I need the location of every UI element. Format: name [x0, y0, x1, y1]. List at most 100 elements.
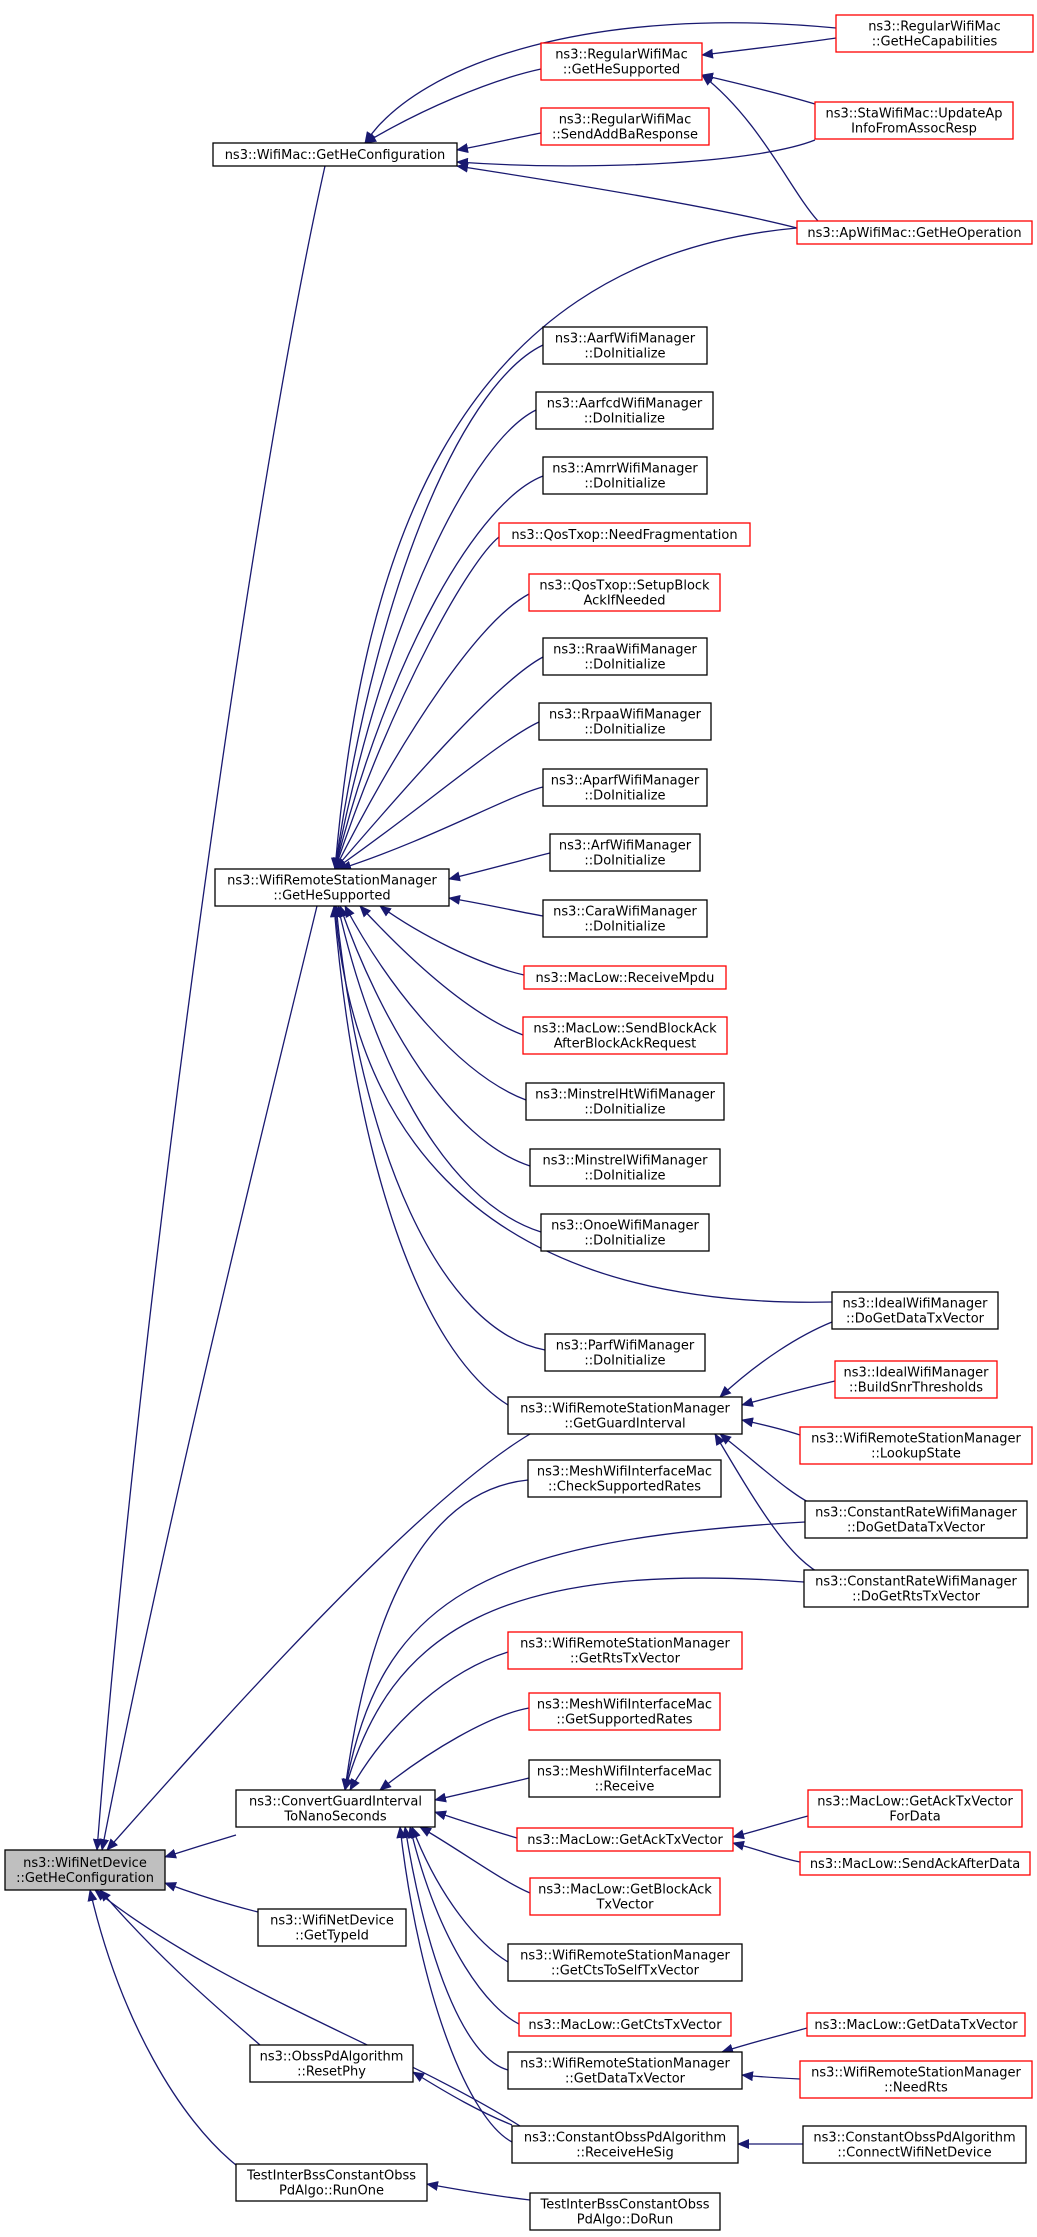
- node-box[interactable]: [528, 1692, 721, 1731]
- node-box[interactable]: [516, 1827, 734, 1852]
- node-meshrecv[interactable]: ns3::MeshWifiInterfaceMac::Receive: [528, 1759, 721, 1798]
- node-staupdate[interactable]: ns3::StaWifiMac::UpdateApInfoFromAssocRe…: [814, 101, 1014, 140]
- node-wrsmgi[interactable]: ns3::WifiRemoteStationManager::GetGuardI…: [507, 1396, 743, 1435]
- node-box[interactable]: [529, 1148, 721, 1187]
- node-box[interactable]: [834, 1360, 998, 1399]
- node-box[interactable]: [803, 1569, 1029, 1608]
- node-box[interactable]: [799, 1426, 1033, 1465]
- node-box[interactable]: [538, 702, 712, 741]
- node-rrpaa[interactable]: ns3::RrpaaWifiManager::DoInitialize: [538, 702, 712, 741]
- node-box[interactable]: [540, 1213, 710, 1252]
- node-onoe[interactable]: ns3::OnoeWifiManager::DoInitialize: [540, 1213, 710, 1252]
- node-minstrel[interactable]: ns3::MinstrelWifiManager::DoInitialize: [529, 1148, 721, 1187]
- node-box[interactable]: [544, 1333, 706, 1372]
- node-box[interactable]: [807, 1789, 1023, 1828]
- node-box[interactable]: [542, 456, 708, 495]
- node-constrts[interactable]: ns3::ConstantRateWifiManager::DoGetRtsTx…: [803, 1569, 1029, 1608]
- node-box[interactable]: [799, 2060, 1033, 2099]
- node-box[interactable]: [523, 965, 727, 990]
- node-box[interactable]: [498, 522, 751, 547]
- node-root[interactable]: ns3::WifiNetDevice::GetHeConfiguration: [4, 1849, 166, 1891]
- node-box[interactable]: [257, 1908, 407, 1947]
- node-wrsmdata[interactable]: ns3::WifiRemoteStationManager::GetDataTx…: [507, 2051, 743, 2090]
- node-mlrecvmpdu[interactable]: ns3::MacLow::ReceiveMpdu: [523, 965, 727, 990]
- node-box[interactable]: [235, 1789, 436, 1828]
- node-box[interactable]: [814, 101, 1014, 140]
- node-box[interactable]: [525, 1082, 725, 1121]
- node-box[interactable]: [4, 1849, 166, 1891]
- node-box[interactable]: [528, 573, 721, 612]
- node-qosfrag[interactable]: ns3::QosTxop::NeedFragmentation: [498, 522, 751, 547]
- node-box[interactable]: [806, 2012, 1026, 2037]
- node-wrsmgethe[interactable]: ns3::WifiRemoteStationManager::GetHeSupp…: [214, 868, 450, 907]
- node-arf[interactable]: ns3::ArfWifiManager::DoInitialize: [549, 833, 701, 872]
- node-constdata[interactable]: ns3::ConstantRateWifiManager::DoGetDataT…: [804, 1500, 1028, 1539]
- node-box[interactable]: [522, 1016, 728, 1055]
- node-box[interactable]: [235, 2163, 428, 2202]
- node-rraa[interactable]: ns3::RraaWifiManager::DoInitialize: [542, 637, 708, 676]
- node-mlsendbar[interactable]: ns3::MacLow::SendBlockAckAfterBlockAckRe…: [522, 1016, 728, 1055]
- node-mlgetack[interactable]: ns3::MacLow::GetAckTxVector: [516, 1827, 734, 1852]
- node-box[interactable]: [507, 1631, 743, 1670]
- node-box[interactable]: [529, 1877, 721, 1916]
- node-box[interactable]: [212, 142, 458, 167]
- node-aparf[interactable]: ns3::AparfWifiManager::DoInitialize: [542, 768, 708, 807]
- node-minstrelht[interactable]: ns3::MinstrelHtWifiManager::DoInitialize: [525, 1082, 725, 1121]
- node-box[interactable]: [528, 1759, 721, 1798]
- node-box[interactable]: [511, 2125, 739, 2164]
- node-idealsnr[interactable]: ns3::IdealWifiManager::BuildSnrThreshold…: [834, 1360, 998, 1399]
- node-box[interactable]: [507, 1396, 743, 1435]
- node-box[interactable]: [549, 833, 701, 872]
- node-box[interactable]: [542, 326, 708, 365]
- node-box[interactable]: [804, 1500, 1028, 1539]
- node-box[interactable]: [542, 637, 708, 676]
- node-box[interactable]: [542, 768, 708, 807]
- node-box[interactable]: [540, 42, 703, 81]
- node-box[interactable]: [799, 1851, 1031, 1876]
- node-box[interactable]: [507, 1943, 743, 1982]
- node-obssreset[interactable]: ns3::ObssPdAlgorithm::ResetPhy: [249, 2044, 414, 2083]
- node-mlgetdata[interactable]: ns3::MacLow::GetDataTxVector: [806, 2012, 1026, 2037]
- node-wmgethe[interactable]: ns3::WifiMac::GetHeConfiguration: [212, 142, 458, 167]
- node-box[interactable]: [796, 220, 1033, 245]
- node-cara[interactable]: ns3::CaraWifiManager::DoInitialize: [542, 899, 708, 938]
- node-box[interactable]: [518, 2012, 732, 2037]
- node-wrsmlookup[interactable]: ns3::WifiRemoteStationManager::LookupSta…: [799, 1426, 1033, 1465]
- node-box[interactable]: [831, 1291, 999, 1330]
- node-rwgethecap[interactable]: ns3::RegularWifiMac::GetHeCapabilities: [835, 14, 1034, 53]
- node-idealdata[interactable]: ns3::IdealWifiManager::DoGetDataTxVector: [831, 1291, 999, 1330]
- node-amrr[interactable]: ns3::AmrrWifiManager::DoInitialize: [542, 456, 708, 495]
- node-box[interactable]: [529, 2192, 721, 2231]
- node-wndtypeid[interactable]: ns3::WifiNetDevice::GetTypeId: [257, 1908, 407, 1947]
- node-rwgethesup[interactable]: ns3::RegularWifiMac::GetHeSupported: [540, 42, 703, 81]
- node-aarfcd[interactable]: ns3::AarfcdWifiManager::DoInitialize: [535, 391, 714, 430]
- node-box[interactable]: [835, 14, 1034, 53]
- node-meshgetsup[interactable]: ns3::MeshWifiInterfaceMac::GetSupportedR…: [528, 1692, 721, 1731]
- node-mlsendack[interactable]: ns3::MacLow::SendAckAfterData: [799, 1851, 1031, 1876]
- node-box[interactable]: [249, 2044, 414, 2083]
- node-wrsmrts[interactable]: ns3::WifiRemoteStationManager::GetRtsTxV…: [507, 1631, 743, 1670]
- node-box[interactable]: [527, 1459, 722, 1498]
- node-wrsmneedrts[interactable]: ns3::WifiRemoteStationManager::NeedRts: [799, 2060, 1033, 2099]
- node-rwsendaddba[interactable]: ns3::RegularWifiMac::SendAddBaResponse: [540, 107, 710, 146]
- node-box[interactable]: [507, 2051, 743, 2090]
- node-apgetheop[interactable]: ns3::ApWifiMac::GetHeOperation: [796, 220, 1033, 245]
- node-box[interactable]: [535, 391, 714, 430]
- node-box[interactable]: [214, 868, 450, 907]
- node-mlgetcts[interactable]: ns3::MacLow::GetCtsTxVector: [518, 2012, 732, 2037]
- node-parf[interactable]: ns3::ParfWifiManager::DoInitialize: [544, 1333, 706, 1372]
- node-meshcheck[interactable]: ns3::MeshWifiInterfaceMac::CheckSupporte…: [527, 1459, 722, 1498]
- node-wrsmcts2self[interactable]: ns3::WifiRemoteStationManager::GetCtsToS…: [507, 1943, 743, 1982]
- node-box[interactable]: [802, 2125, 1027, 2164]
- node-aarf[interactable]: ns3::AarfWifiManager::DoInitialize: [542, 326, 708, 365]
- node-constobssrecv[interactable]: ns3::ConstantObssPdAlgorithm::ReceiveHeS…: [511, 2125, 739, 2164]
- node-constobssconn[interactable]: ns3::ConstantObssPdAlgorithm::ConnectWif…: [802, 2125, 1027, 2164]
- node-box[interactable]: [542, 899, 708, 938]
- node-box[interactable]: [540, 107, 710, 146]
